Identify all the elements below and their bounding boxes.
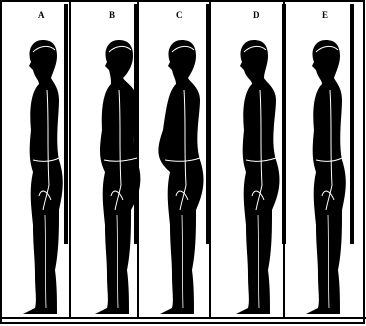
panel-label: A xyxy=(38,10,45,20)
panel-label: B xyxy=(109,10,115,20)
panel-c: C xyxy=(138,2,210,318)
panel-e: E xyxy=(284,2,354,318)
panel-label: E xyxy=(322,10,328,20)
body-silhouette xyxy=(158,40,203,314)
plumb-line xyxy=(64,4,68,244)
plumb-line xyxy=(350,4,354,244)
body-silhouette xyxy=(236,40,279,314)
panel-b: B xyxy=(70,2,140,318)
panel-a: A xyxy=(23,4,68,314)
panels-group: A B C D E xyxy=(23,2,354,318)
panel-label: C xyxy=(176,10,183,20)
panel-d: D xyxy=(210,2,286,318)
panel-label: D xyxy=(253,10,260,20)
body-silhouette xyxy=(23,40,63,314)
body-silhouette xyxy=(306,40,346,314)
